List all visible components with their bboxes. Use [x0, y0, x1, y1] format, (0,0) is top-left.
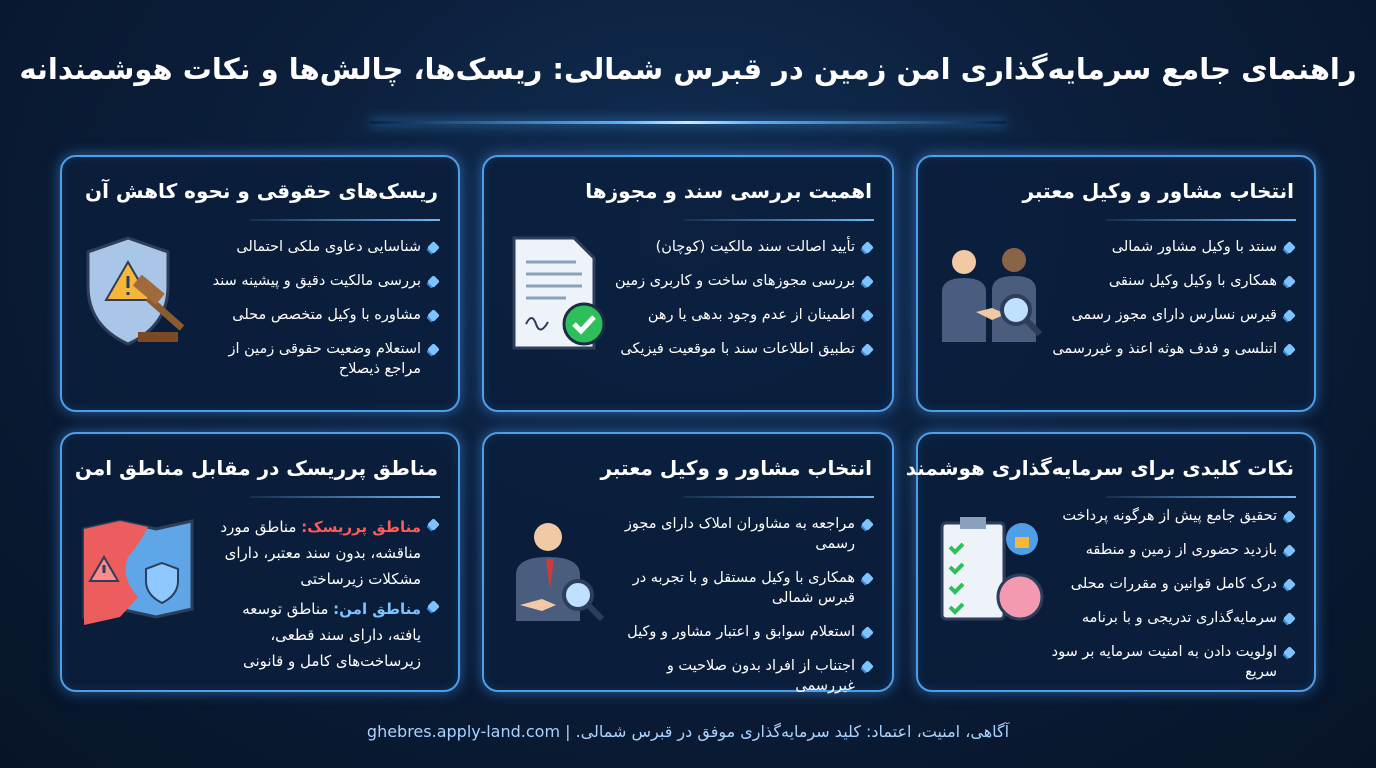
list-item: شناسایی دعاوی ملکی احتمالی: [188, 237, 440, 257]
stack-bullet-icon: [1283, 578, 1296, 591]
stack-bullet-icon: [427, 241, 440, 254]
info-card: انتخاب مشاور و وکیل معتبر سنتد با وکیل مش…: [916, 155, 1316, 412]
card-title: ریسک‌های حقوقی و نحوه کاهش آن: [85, 179, 438, 203]
bullet-list: تحقیق جامع پیش از هرگونه پرداخت بازدید حض…: [1044, 506, 1296, 696]
stack-bullet-icon: [861, 343, 874, 356]
checklist-brain-icon: [934, 509, 1054, 629]
title-underline: [684, 219, 874, 221]
bullet-list: مراجعه به مشاوران املاک دارای مجوز رسمی ه…: [610, 514, 874, 710]
bullet-list: مناطق پرریسک: مناطق مورد مناقشه، بدون سن…: [208, 514, 440, 678]
document-check-icon: [500, 232, 620, 352]
list-item: مناطق امن: مناطق توسعه یافته، دارای سند …: [208, 596, 440, 674]
list-item: بررسی مالکیت دقیق و پیشینه سند: [188, 271, 440, 291]
footer-text: آگاهی، امنیت، اعتماد: کلید سرمایه‌گذاری …: [366, 722, 1010, 741]
list-item: بازدید حضوری از زمین و منطقه: [1044, 540, 1296, 560]
list-item: استعلام وضعیت حقوقی زمین از مراجع ذیصلاح: [188, 339, 440, 379]
title-divider: [370, 121, 1006, 124]
stack-bullet-icon: [861, 241, 874, 254]
info-card: ریسک‌های حقوقی و نحوه کاهش آن شناسایی دعا…: [60, 155, 460, 412]
stack-bullet-icon: [427, 343, 440, 356]
bullet-list: سنتد با وکیل مشاور شمالی همکاری با وکیل و…: [1044, 237, 1296, 373]
card-title: انتخاب مشاور و وکیل معتبر: [1022, 179, 1294, 203]
stack-bullet-icon: [861, 626, 874, 639]
stack-bullet-icon: [861, 518, 874, 531]
stack-bullet-icon: [861, 660, 874, 673]
title-underline: [1106, 496, 1296, 498]
handshake-magnifier-icon: [934, 232, 1054, 352]
stack-bullet-icon: [427, 275, 440, 288]
title-underline: [250, 496, 440, 498]
stack-bullet-icon: [427, 518, 440, 531]
stack-bullet-icon: [1283, 275, 1296, 288]
page-title: راهنمای جامع سرمایه‌گذاری امن زمین در قب…: [19, 52, 1357, 86]
card-title: نکات کلیدی برای سرمایه‌گذاری هوشمند: [905, 456, 1294, 480]
advisor-magnifier-icon: [500, 509, 620, 629]
shield-gavel-icon: [78, 232, 198, 352]
info-card: اهمیت بررسی سند و مجوزها تأیید اصالت سند …: [482, 155, 894, 412]
list-item: تأیید اصالت سند مالکیت (کوچان): [610, 237, 874, 257]
info-card: نکات کلیدی برای سرمایه‌گذاری هوشمند تحقیق…: [906, 432, 1316, 692]
list-item: همکاری با وکیل مستقل و با تجربه در قبرس …: [610, 568, 874, 608]
list-item: استعلام سوابق و اعتبار مشاور و وکیل: [610, 622, 874, 642]
title-underline: [250, 219, 440, 221]
stack-bullet-icon: [1283, 612, 1296, 625]
list-item: سنتد با وکیل مشاور شمالی: [1044, 237, 1296, 257]
list-item: بررسی مجوزهای ساخت و کاربری زمین: [610, 271, 874, 291]
stack-bullet-icon: [427, 309, 440, 322]
list-item: همکاری با وکیل وکیل سنقی: [1044, 271, 1296, 291]
stack-bullet-icon: [427, 600, 440, 613]
stack-bullet-icon: [861, 572, 874, 585]
risk-safe-map-icon: [78, 509, 198, 629]
card-title: اهمیت بررسی سند و مجوزها: [585, 179, 872, 203]
list-item: سرمایه‌گذاری تدریجی و با برنامه: [1044, 608, 1296, 628]
list-item: اجتناب از افراد بدون صلاحیت و غیررسمی: [610, 656, 874, 696]
card-title: مناطق پرریسک در مقابل مناطق امن: [74, 456, 438, 480]
stack-bullet-icon: [1283, 343, 1296, 356]
zone-label: مناطق پرریسک:: [301, 518, 421, 536]
list-item: قیرس نسارس دارای مجوز رسمی: [1044, 305, 1296, 325]
info-card: مناطق پرریسک در مقابل مناطق امن مناطق پرر…: [60, 432, 460, 692]
title-underline: [684, 496, 874, 498]
list-item: درک کامل قوانین و مقررات محلی: [1044, 574, 1296, 594]
info-card: انتخاب مشاور و وکیل معتبر مراجعه به مشاور…: [482, 432, 894, 694]
stack-bullet-icon: [1283, 646, 1296, 659]
list-item: مراجعه به مشاوران املاک دارای مجوز رسمی: [610, 514, 874, 554]
list-item: تحقیق جامع پیش از هرگونه پرداخت: [1044, 506, 1296, 526]
bullet-list: تأیید اصالت سند مالکیت (کوچان) بررسی مجوز…: [610, 237, 874, 373]
list-item: تطبیق اطلاعات سند با موقعیت فیزیکی: [610, 339, 874, 359]
stack-bullet-icon: [1283, 510, 1296, 523]
stack-bullet-icon: [861, 275, 874, 288]
bullet-list: شناسایی دعاوی ملکی احتمالی بررسی مالکیت د…: [188, 237, 440, 393]
title-underline: [1106, 219, 1296, 221]
list-item: مناطق پرریسک: مناطق مورد مناقشه، بدون سن…: [208, 514, 440, 592]
stack-bullet-icon: [1283, 309, 1296, 322]
list-item: مشاوره با وکیل متخصص محلی: [188, 305, 440, 325]
stack-bullet-icon: [861, 309, 874, 322]
list-item: اطمینان از عدم وجود بدهی یا رهن: [610, 305, 874, 325]
stack-bullet-icon: [1283, 241, 1296, 254]
card-title: انتخاب مشاور و وکیل معتبر: [600, 456, 872, 480]
list-item: اولویت دادن به امنیت سرمایه بر سود سریع: [1044, 642, 1296, 682]
stack-bullet-icon: [1283, 544, 1296, 557]
zone-label: مناطق امن:: [333, 600, 421, 618]
list-item: اتنلسی و فدف هوثه اعنذ و غیررسمی: [1044, 339, 1296, 359]
